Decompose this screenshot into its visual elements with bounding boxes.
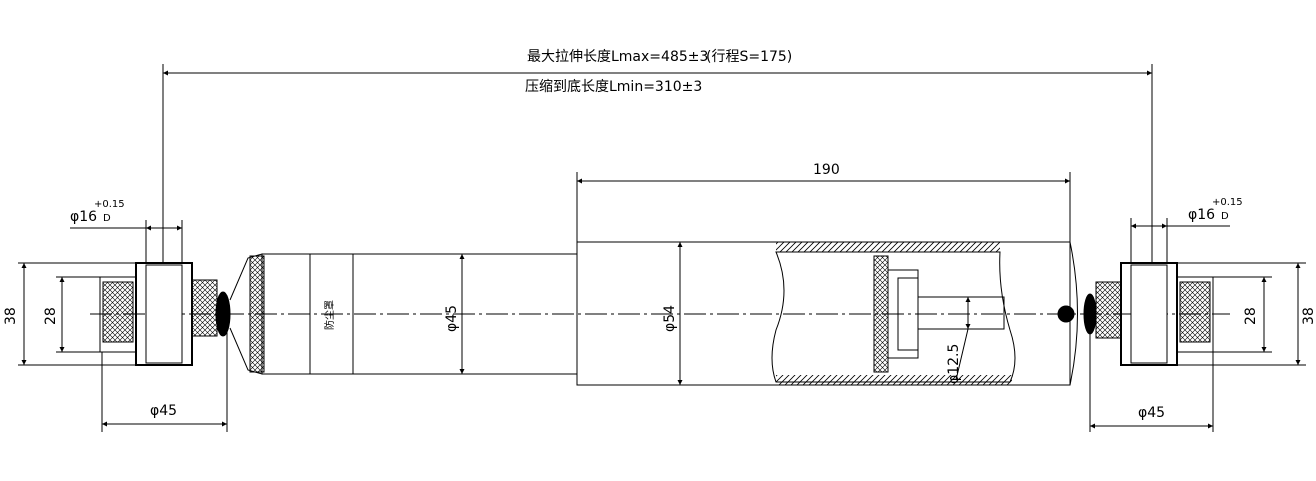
left-bushing-core <box>145 264 183 364</box>
stroke-label: (行程S=175) <box>706 49 793 65</box>
dust-cover-text: 防尘罩 <box>325 300 336 330</box>
right-tol-label: +0.15 <box>1212 197 1243 208</box>
left-rubber-b <box>191 279 218 337</box>
left-38-label: 38 <box>3 307 19 325</box>
right-38-label: 38 <box>1301 307 1316 325</box>
right-bushing-core <box>1130 264 1168 364</box>
dust-cover-seal <box>249 255 265 373</box>
piston-rod <box>917 296 1005 330</box>
right-28-label: 28 <box>1243 307 1259 325</box>
body-dia-label: φ54 <box>662 304 678 332</box>
left-28-label: 28 <box>43 307 59 325</box>
left-bore-label: φ16 <box>70 209 98 225</box>
left-weld <box>215 291 231 337</box>
left-fit-label: D <box>103 213 111 224</box>
inner-bottom-hatch <box>776 375 1012 385</box>
piston-seal <box>873 255 889 373</box>
rod-leader <box>955 328 969 381</box>
right-weld <box>1083 293 1097 335</box>
rod-dia-label: φ12.5 <box>946 343 962 384</box>
right-eye-outer <box>1176 276 1214 353</box>
inner-top-hatch <box>776 242 1000 252</box>
cutaway-inner <box>771 251 1016 383</box>
right-rubber-b <box>1179 281 1211 343</box>
dimension-190-label: 190 <box>813 162 840 178</box>
right-bore-label: φ16 <box>1188 207 1216 223</box>
right-fit-label: D <box>1221 211 1229 222</box>
body-end-cap <box>1069 241 1078 386</box>
min-length-label: 压缩到底长度Lmin=310±3 <box>525 79 703 95</box>
max-length-label: 最大拉伸长度Lmax=485±3 <box>527 49 709 65</box>
left-rubber-a <box>102 281 134 343</box>
dust-cover-dia-label: φ45 <box>444 304 460 332</box>
right-rubber-a <box>1095 281 1122 339</box>
right-od-label: φ45 <box>1138 405 1166 421</box>
left-tol-label: +0.15 <box>94 199 125 210</box>
right-weld-ball <box>1057 305 1075 323</box>
left-od-label: φ45 <box>150 403 178 419</box>
